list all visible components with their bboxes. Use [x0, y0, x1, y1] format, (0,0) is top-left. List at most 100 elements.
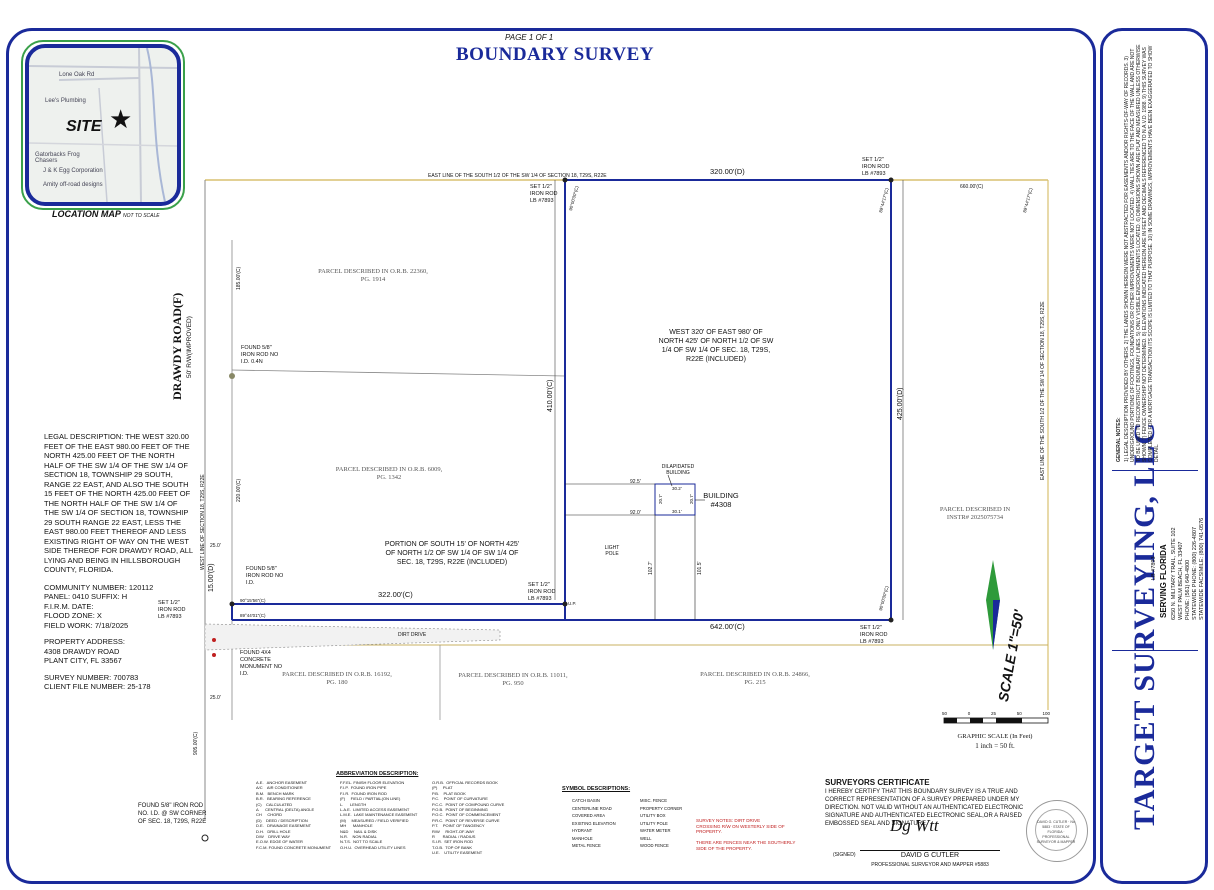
monument-label: SET 1/2" IRON ROD LB #7893 [528, 582, 556, 602]
iron-rod-marker [888, 617, 894, 623]
monument-label: SET 1/2" IRON ROD LB #7893 [862, 157, 890, 177]
dim-strip: 322.00'(C) [378, 590, 413, 599]
iron-rod-marker [562, 601, 568, 607]
symbols-col: CATCH BASIN CENTERLINE ROAD COVERED AREA… [572, 798, 616, 848]
title-block-frame [1100, 28, 1208, 884]
company-name: TARGET SURVEYING, LLC [1128, 421, 1161, 830]
address-line: 4308 DRAWDY ROAD [44, 646, 120, 656]
symbols-title: SYMBOL DESCRIPTIONS: [562, 786, 631, 792]
survey-number: SURVEY NUMBER: 700783 [44, 672, 139, 682]
graphic-scale-bar [943, 717, 1049, 724]
certificate-body: I HEREBY CERTIFY THAT THIS BOUNDARY SURV… [825, 788, 1024, 827]
dilapidated-label: DILAPIDATED BUILDING [661, 464, 695, 476]
company-serving: SERVING FLORIDA [1159, 544, 1168, 618]
abbreviations-col: A.E. ANCHOR EASEMENT A/C AIR CONDITIONER… [256, 780, 332, 850]
section-line-label: WEST LINE OF SECTION 18, T29S, R22E [200, 474, 206, 570]
location-map-outer-frame [21, 40, 185, 210]
map-place-label: J & K Egg Corporation [43, 168, 103, 174]
parcel-label: PARCEL DESCRIBED IN O.R.B. 16192, PG. 18… [282, 671, 392, 686]
main-sheet-frame [6, 28, 1096, 884]
parcel-label: PARCEL DESCRIBED IN O.R.B. 22360, PG. 19… [318, 268, 428, 283]
location-map: Lone Oak Rd Lee's Plumbing Gatorbacks Fr… [25, 44, 181, 206]
utility-pole-label: U.P. [568, 601, 577, 606]
dim-drive: 25.0' [210, 543, 221, 549]
dim-far-left: 220.00'(C) [236, 478, 242, 502]
found-iron-rod-marker [201, 834, 209, 842]
dirt-drive [204, 623, 501, 651]
bldg-dim: 20.7' [658, 494, 663, 504]
bldg-dim: 92.0' [630, 510, 641, 516]
dim-bottom-total: 642.00'(C) [710, 622, 745, 631]
parcel-label: PARCEL DESCRIBED IN INSTR# 2025075734 [939, 506, 1011, 521]
signed-label: (SIGNED) [833, 852, 856, 858]
survey-notes: SURVEY NOTES: DIRT DRIVE CROSSING R/W ON… [696, 818, 785, 835]
dim-left: 410.00'(C) [547, 379, 554, 412]
surveyor-role: PROFESSIONAL SURVEYOR AND MAPPER #5883 [871, 862, 989, 868]
surveyor-seal: DAVID G. CUTLER · No 5883 · STATE OF FLO… [1026, 800, 1088, 862]
monument-label: FOUND 5/8" IRON ROD NO I.D. [246, 566, 284, 586]
field-work: FIELD WORK: 7/18/2025 [44, 620, 129, 630]
parcel-line [231, 369, 566, 377]
general-notes: 1) LEGAL DESCRIPTION PROVIDED BY OTHERS.… [1124, 44, 1160, 462]
client-file: CLIENT FILE NUMBER: 25-178 [44, 682, 151, 691]
section-line-label: EAST LINE OF THE SOUTH 1/2 OF THE SW 1/4… [428, 173, 607, 179]
utility-pole-marker [212, 638, 216, 642]
page-number: PAGE 1 OF 1 [505, 33, 554, 42]
iron-rod-marker [888, 177, 894, 183]
survey-notes: THERE ARE FENCES NEAR THE SOUTHERLY SIDE… [696, 840, 796, 851]
site-star-icon: ★ [109, 104, 133, 134]
included-main-label: WEST 320' OF EAST 980' OF NORTH 425' OF … [658, 329, 774, 363]
panel: PANEL: 0410 SUFFIX: H [44, 592, 128, 601]
bldg-dim: 101.5' [697, 561, 703, 575]
road-row: 50' R/W(IMPROVED) [186, 316, 193, 378]
firm-date: F.I.R.M. DATE: [44, 601, 94, 611]
signature-graphic: Dg Wtt [890, 816, 939, 835]
parcel-label: PARCEL DESCRIBED IN O.R.B. 6009, PG. 134… [335, 466, 443, 481]
building-label: BUILDING #4308 [703, 491, 739, 509]
found-iron-rod-marker [229, 373, 235, 379]
map-place-label: Amity off-road designs [43, 182, 103, 188]
strip-parcel-boundary [232, 603, 566, 620]
bldg-dim: 20.7' [689, 494, 694, 504]
included-strip-label: PORTION OF SOUTH 15' OF NORTH 425' OF NO… [384, 541, 520, 566]
abbreviations-title: ABBREVIATION DESCRIPTION: [336, 771, 419, 777]
signature-line [860, 850, 1000, 851]
seal-text: DAVID G. CUTLER · No 5883 · STATE OF FLO… [1035, 809, 1077, 851]
company-lb: LB #7893 [1151, 556, 1157, 580]
parcel-label: PARCEL DESCRIBED IN O.R.B. 11011, PG. 95… [458, 672, 568, 687]
certificate-title: SURVEYORS CERTIFICATE [825, 778, 930, 787]
symbols-col: MISC. FENCE PROPERTY CORNER UTILITY BOX … [640, 798, 683, 848]
dim-drive: 25.0' [210, 695, 221, 701]
bldg-dim: 30.1' [672, 509, 682, 514]
address-line: PLANT CITY, FL 33567 [44, 656, 122, 665]
dim-far-left: 185.00'(C) [236, 266, 242, 290]
graphic-scale-ratio: 1 inch = 50 ft. [975, 742, 1015, 750]
surveyor-name: DAVID G CUTLER [900, 852, 960, 859]
monument-label: FOUND 5/8" IRON ROD NO I.D. 0.4N [241, 345, 279, 365]
road-name: DRAWDY ROAD(F) [170, 292, 184, 400]
flood-zone: FLOOD ZONE: X [44, 611, 102, 620]
title-block-divider [1112, 470, 1198, 471]
abbreviations-col: F.F.EL. FINISH FLOOR ELEVATION F.I.P. FO… [340, 780, 418, 850]
site-label: SITE [66, 118, 102, 135]
legal-description: LEGAL DESCRIPTION: THE WEST 320.00 FEET … [44, 432, 193, 574]
dirt-drive-label: DIRT DRIVE [398, 632, 427, 638]
abbreviations-col: O.R.B. OFFICIAL RECORDS BOOK (P) PLAT P.… [432, 780, 505, 856]
general-notes-title: GENERAL NOTES: [1116, 417, 1122, 462]
community-number: COMMUNITY NUMBER: 120112 [44, 582, 154, 592]
location-map-streets [29, 48, 177, 202]
dim-15: 15.00'(D) [208, 563, 215, 592]
building-4308 [654, 483, 696, 516]
angle-label: 90°15'56"(C) [240, 598, 266, 603]
bldg-dim: 102.7' [648, 561, 654, 575]
graphic-scale-title: GRAPHIC SCALE (In Feet) [957, 733, 1033, 740]
monument-label: FOUND 4X4 CONCRETE MONUMENT NO I.D. [240, 650, 283, 677]
monument-label: SET 1/2" IRON ROD LB #7893 [530, 184, 558, 204]
address-label: PROPERTY ADDRESS: [44, 637, 125, 646]
section-line-label: EAST LINE OF THE SOUTH 1/2 OF THE SW 1/4… [1040, 301, 1046, 480]
dilapidated-leader [667, 474, 673, 487]
map-place-label: Gatorbacks Frog Chasers [35, 152, 80, 164]
monument-label: SET 1/2" IRON ROD LB #7893 [158, 600, 186, 620]
utility-pole-marker [212, 653, 216, 657]
